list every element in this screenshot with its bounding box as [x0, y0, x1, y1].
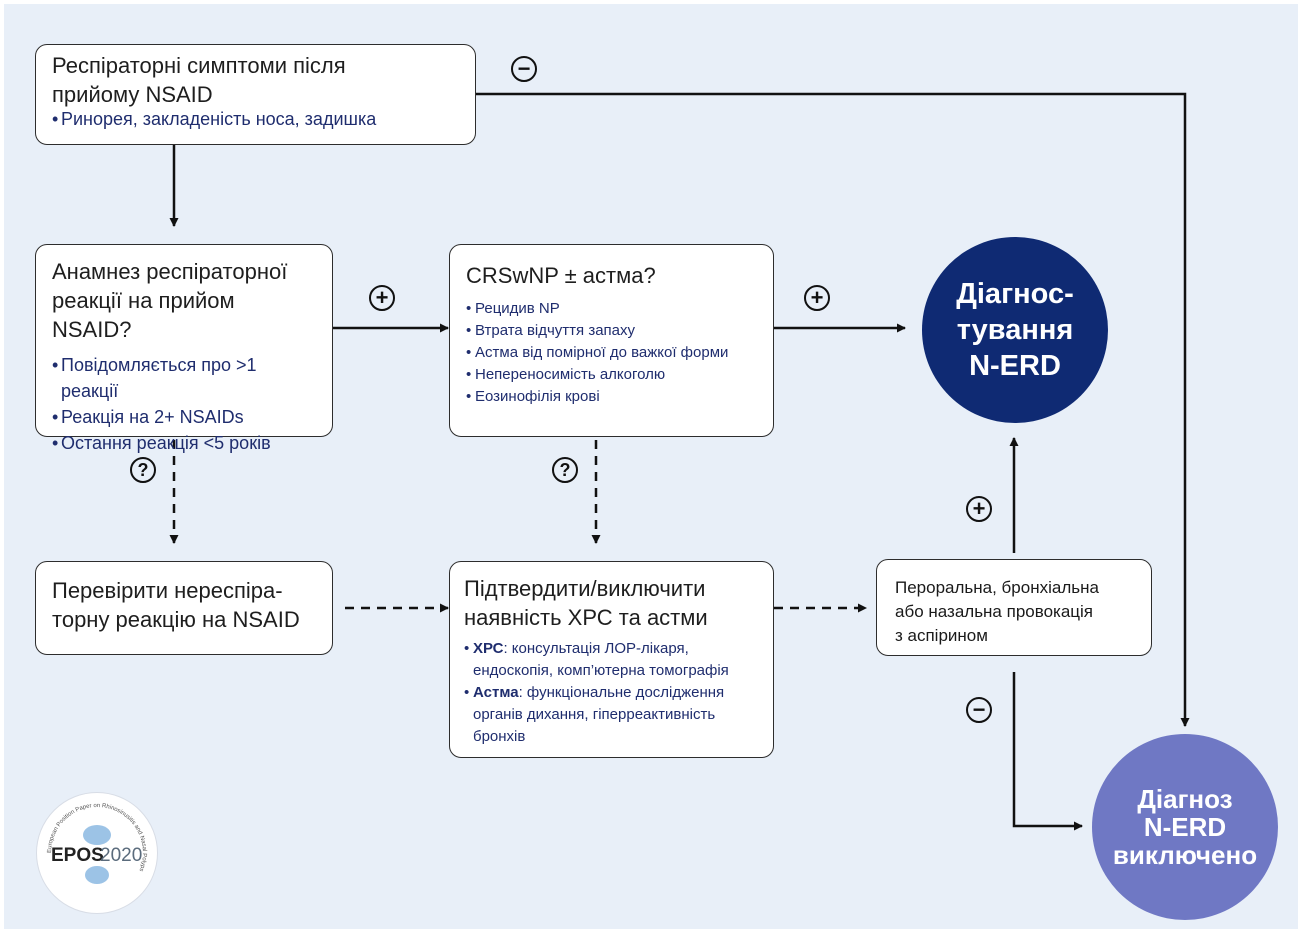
confirm-title: Підтвердити/виключити наявність ХРС та а…	[464, 574, 759, 632]
circle-n-erd-excluded: Діагноз N-ERD виключено	[1092, 734, 1278, 920]
history-bullet: Реакція на 2+ NSAIDs	[52, 404, 316, 430]
check-title: Перевірити нереспіра- торну реакцію на N…	[52, 576, 316, 634]
confirm-bullets: ХРС: консультація ЛОР-лікаря, ендоскопія…	[464, 638, 759, 748]
history-title-line-2: реакції на прийом NSAID?	[52, 288, 235, 342]
confirm-title-line-1: Підтвердити/виключити	[464, 576, 706, 601]
check-title-line-1: Перевірити нереспіра-	[52, 578, 283, 603]
confirm-title-line-2: наявність ХРС та астми	[464, 605, 708, 630]
arrow-provocation-to-excluded	[1012, 672, 1083, 831]
crswnp-bullets: Рецидив NP Втрата відчуття запаху Астма …	[466, 298, 757, 408]
arrow-symptoms-to-excluded	[476, 92, 1190, 727]
crswnp-bullet: Непереносимість алкоголю	[466, 364, 757, 386]
symptoms-title: Респіраторні симптоми після прийому NSAI…	[52, 51, 459, 109]
box-confirm-crs-asthma: Підтвердити/виключити наявність ХРС та а…	[449, 561, 774, 758]
diagnosis-line-3: N-ERD	[969, 350, 1061, 382]
question-icon: ?	[130, 457, 156, 483]
history-bullet: Остання реакція <5 років	[52, 430, 316, 456]
plus-icon: +	[966, 496, 992, 522]
provocation-line-3: з аспірином	[895, 626, 988, 645]
crs-text: : консультація ЛОР-лікаря, ендоскопія, к…	[473, 640, 729, 679]
symptoms-title-line-2: прийому NSAID	[52, 82, 213, 107]
crswnp-bullet: Астма від помірної до важкої форми	[466, 342, 757, 364]
logo-year: 2020	[100, 845, 142, 866]
crswnp-title-line: CRSwNP ± астма?	[466, 263, 656, 288]
confirm-bullet-asthma: Астма: функціональне дослідження органів…	[464, 682, 759, 748]
symptoms-bullets: Ринорея, закладеність носа, задишка	[52, 109, 459, 130]
box-nsaid-reaction-history: Анамнез респіраторної реакції на прийом …	[35, 244, 333, 456]
symptoms-bullet: Ринорея, закладеність носа, задишка	[52, 109, 459, 130]
box-crswnp-asthma: CRSwNP ± астма? Рецидив NP Втрата відчут…	[449, 244, 774, 437]
diagram-background	[4, 4, 1298, 929]
plus-icon: +	[804, 285, 830, 311]
diagnosis-line-1: Діагнос-	[956, 278, 1074, 310]
check-title-line-2: торну реакцію на NSAID	[52, 607, 300, 632]
asthma-label: Астма	[473, 684, 519, 701]
history-bullet: Повідомляється про >1 реакції	[52, 352, 316, 404]
provocation-line-2: або назальна провокація	[895, 602, 1094, 621]
minus-icon: −	[966, 697, 992, 723]
excluded-line-2: N-ERD	[1143, 812, 1227, 842]
history-title: Анамнез респіраторної реакції на прийом …	[52, 257, 316, 344]
crswnp-bullet: Втрата відчуття запаху	[466, 320, 757, 342]
diagnosis-line-2: тування	[956, 314, 1074, 346]
box-respiratory-symptoms: Респіраторні симптоми після прийому NSAI…	[35, 44, 476, 145]
excluded-line-1: Діагноз	[1137, 784, 1233, 814]
asthma-text: : функціональне дослідження органів диха…	[473, 684, 725, 745]
logo-name: EPOS	[51, 845, 104, 866]
epos-logo-graphic: European Position Paper on Rhinosinusiti…	[47, 803, 147, 884]
box-aspirin-provocation: Пероральна, бронхіальна або назальна про…	[876, 559, 1152, 656]
circle-n-erd-diagnosis: Діагнос- тування N-ERD	[922, 237, 1108, 423]
confirm-bullet-crs: ХРС: консультація ЛОР-лікаря, ендоскопія…	[464, 638, 759, 682]
plus-icon: +	[369, 285, 395, 311]
minus-icon: −	[511, 56, 537, 82]
excluded-line-3: виключено	[1112, 840, 1258, 870]
crs-label: ХРС	[473, 640, 504, 657]
crswnp-title: CRSwNP ± астма?	[466, 261, 757, 290]
provocation-line-1: Пероральна, бронхіальна	[895, 578, 1099, 597]
history-title-line-1: Анамнез респіраторної	[52, 259, 288, 284]
epos-logo: European Position Paper on Rhinosinusiti…	[36, 792, 158, 914]
symptoms-title-line-1: Респіраторні симптоми після	[52, 53, 346, 78]
box-check-non-respiratory: Перевірити нереспіра- торну реакцію на N…	[35, 561, 333, 655]
crswnp-bullet: Рецидив NP	[466, 298, 757, 320]
history-bullets: Повідомляється про >1 реакції Реакція на…	[52, 352, 316, 456]
crswnp-bullet: Еозинофілія крові	[466, 386, 757, 408]
question-icon: ?	[552, 457, 578, 483]
